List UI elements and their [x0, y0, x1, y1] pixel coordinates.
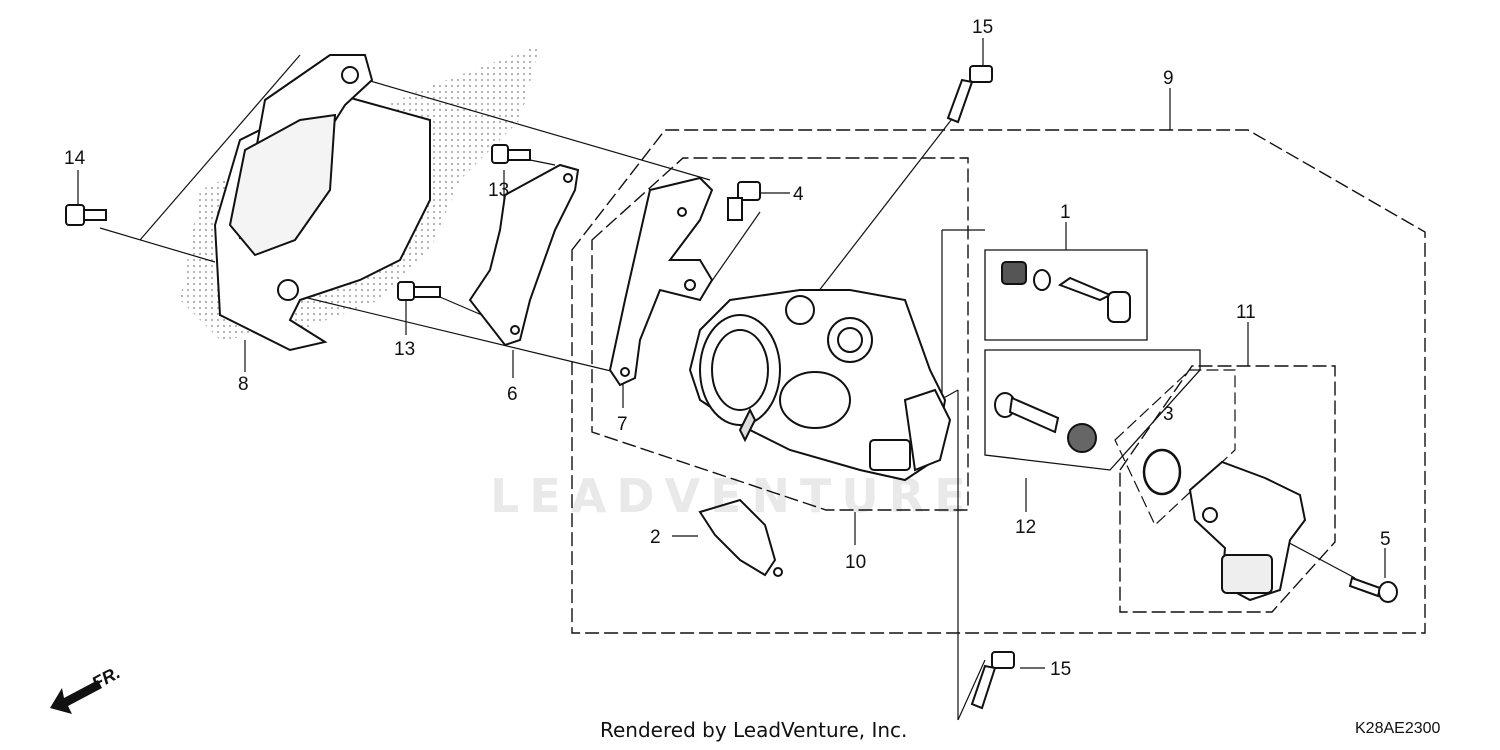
- callout-9: 9: [1163, 68, 1174, 89]
- plunger-part-12: [994, 392, 1097, 453]
- callout-10: 10: [845, 552, 866, 573]
- callout-1: 1: [1060, 202, 1071, 223]
- callout-7: 7: [617, 414, 628, 435]
- callout-5: 5: [1380, 529, 1391, 550]
- sensor-part-11: [1188, 460, 1307, 602]
- footer-credit: Rendered by LeadVenture, Inc.: [600, 718, 908, 742]
- bolt-part-13-lower: [397, 281, 441, 301]
- gasket-part-2: [698, 498, 783, 577]
- group-1-box: [984, 249, 1148, 341]
- screw-set-part-1: [1001, 261, 1131, 323]
- watermark: LEADVENTURE: [490, 469, 976, 523]
- group-3-box: [1114, 369, 1236, 527]
- group-12-box: [984, 349, 1201, 471]
- callout-15-bottom: 15: [1050, 659, 1071, 680]
- bolt-part-14: [65, 204, 107, 226]
- screw-part-4: [727, 181, 761, 221]
- plate-part-6: [468, 163, 580, 347]
- diagram-code: K28AE2300: [1355, 720, 1441, 737]
- front-arrow: FR.: [50, 662, 123, 714]
- callout-3: 3: [1163, 404, 1174, 425]
- group-10-box: [591, 157, 969, 511]
- bolt-part-13-upper: [491, 144, 531, 164]
- bolt-part-15-bottom: [970, 651, 1015, 710]
- callout-4: 4: [793, 184, 804, 205]
- group-11-box: [1119, 365, 1336, 613]
- callout-15-top: 15: [972, 17, 993, 38]
- callout-6: 6: [507, 384, 518, 405]
- bracket-part-7: [608, 176, 714, 387]
- oring-part-3: [1142, 448, 1182, 496]
- callout-13-lower: 13: [394, 339, 415, 360]
- screw-part-5: [1348, 576, 1398, 603]
- group-9-box: [571, 129, 1426, 634]
- callout-13-upper: 13: [488, 180, 509, 201]
- throttle-body-part-10: [688, 289, 952, 482]
- callout-2: 2: [650, 527, 661, 548]
- bolt-part-15-top: [946, 65, 993, 124]
- callout-12: 12: [1015, 517, 1036, 538]
- callout-14: 14: [64, 148, 86, 169]
- cover-part-8: [213, 54, 431, 352]
- callout-11: 11: [1236, 302, 1256, 323]
- callout-8: 8: [238, 374, 249, 395]
- leader-lines: [77, 38, 1386, 721]
- callouts: 1 2 3 4 5 6 7 8 9 10 11 12 13 13 14 15 1…: [64, 17, 1391, 680]
